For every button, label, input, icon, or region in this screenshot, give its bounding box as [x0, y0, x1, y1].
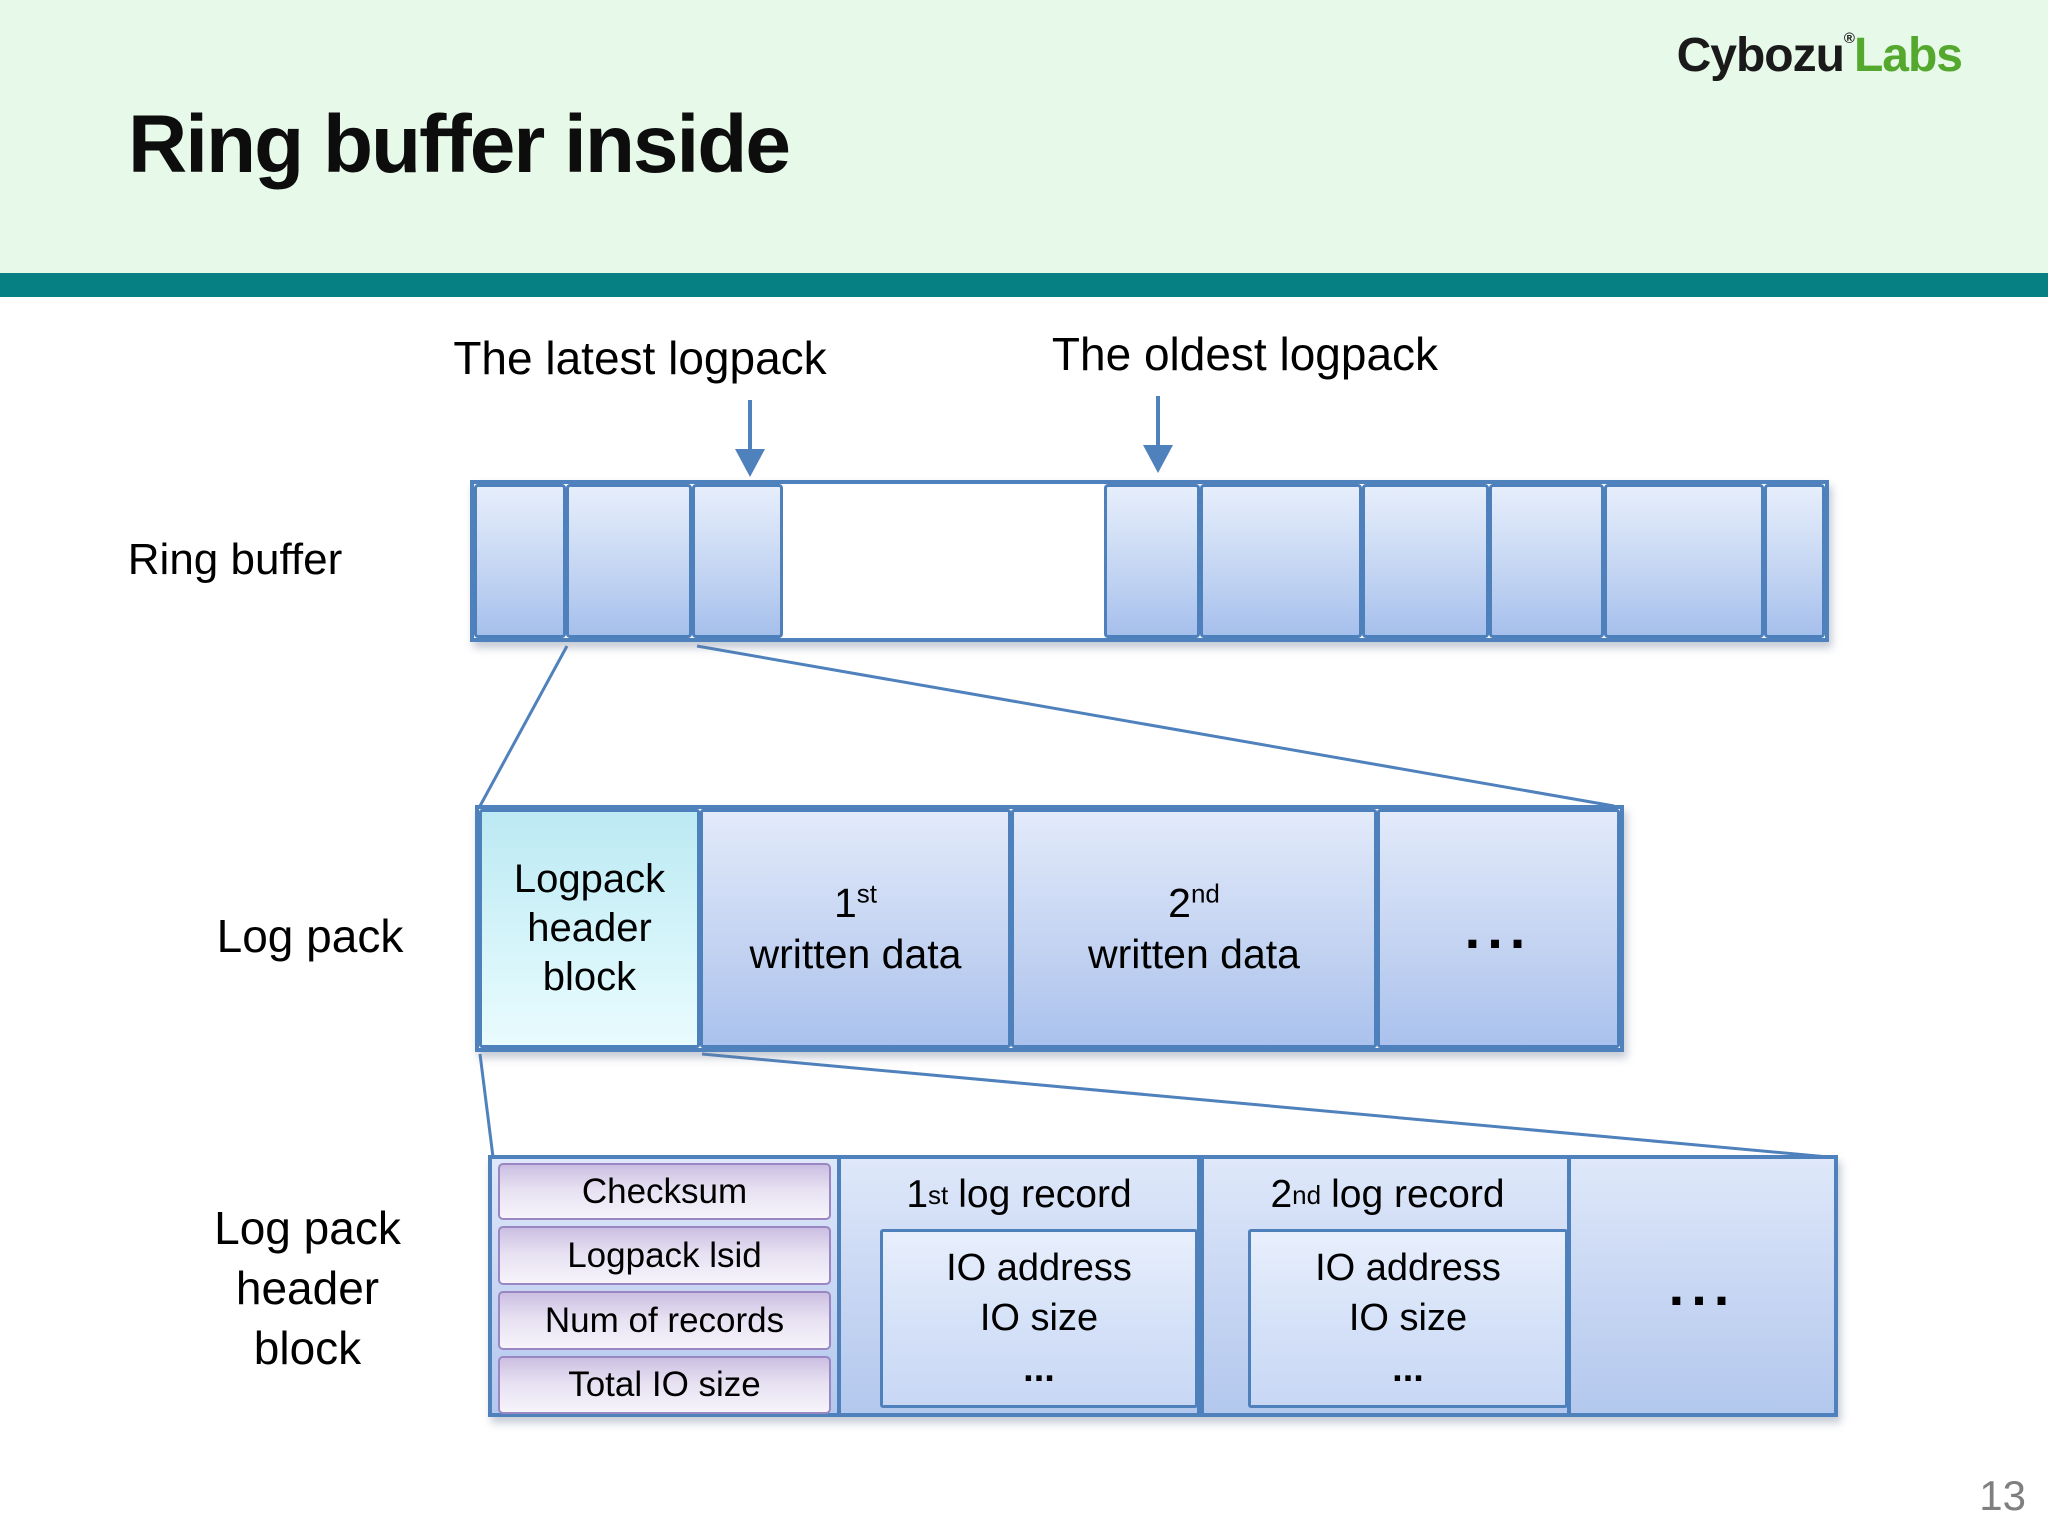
logpack-lsid-field: Logpack lsid — [498, 1226, 831, 1285]
logpack-ellipsis-cell: ... — [1377, 809, 1620, 1048]
column-divider — [837, 1159, 841, 1413]
cybozu-labs-logo: Cybozu®Labs — [1676, 28, 1963, 83]
log-pack-header-block-box: Checksum Logpack lsid Num of records Tot… — [488, 1155, 1838, 1417]
ellipsis: ... — [1464, 896, 1533, 960]
ring-buffer-cell — [566, 484, 692, 638]
logo-labs: Labs — [1853, 29, 1963, 82]
ordinal: 2nd — [1168, 878, 1220, 927]
log-pack-label: Log pack — [216, 910, 404, 962]
ring-buffer-cell — [1764, 484, 1825, 638]
logpack-header-block-cell: Logpack header block — [479, 809, 700, 1048]
logpack-to-headerblock-right-line — [701, 1052, 1829, 1159]
latest-logpack-annotation: The latest logpack — [453, 332, 827, 384]
ring-buffer-label: Ring buffer — [127, 535, 343, 584]
label-line: header — [235, 1262, 380, 1314]
column-divider — [1567, 1159, 1571, 1413]
first-log-record-detail: IO address IO size ... — [880, 1229, 1198, 1408]
first-written-data-cell: 1st written data — [700, 809, 1011, 1048]
headerblock-ellipsis-cell: ... — [1571, 1159, 1834, 1413]
ordinal: 1st — [833, 878, 878, 927]
ring-buffer-cell — [1489, 484, 1604, 638]
oldest-logpack-annotation: The oldest logpack — [1051, 328, 1439, 380]
total-io-size-field: Total IO size — [498, 1356, 831, 1414]
written-data-text: written data — [749, 930, 962, 977]
registered-mark: ® — [1843, 30, 1855, 47]
ellipsis: ... — [1392, 1347, 1424, 1390]
logpack-header-line: header — [527, 906, 652, 951]
ellipsis: ... — [1668, 1254, 1737, 1317]
logpack-header-line: block — [542, 954, 637, 999]
logo-brand: Cybozu — [1676, 29, 1845, 82]
num-of-records-field: Num of records — [498, 1291, 831, 1350]
written-data-text: written data — [1088, 930, 1300, 977]
io-address-text: IO address — [1315, 1247, 1501, 1290]
io-address-text: IO address — [946, 1247, 1132, 1290]
header-band — [0, 0, 2048, 273]
ring-buffer-row — [470, 480, 1829, 642]
ring-to-logpack-left-line — [478, 645, 569, 807]
teal-divider — [0, 273, 2048, 297]
ring-buffer-cell — [1200, 484, 1362, 638]
io-size-text: IO size — [1348, 1297, 1468, 1340]
checksum-field: Checksum — [498, 1163, 831, 1220]
slide-title: Ring buffer inside — [128, 99, 791, 190]
label-line: block — [253, 1322, 362, 1374]
logpack-to-headerblock-left-line — [478, 1053, 495, 1158]
ellipsis: ... — [1023, 1347, 1055, 1390]
ring-buffer-cell — [1604, 484, 1764, 638]
second-log-record-detail: IO address IO size ... — [1248, 1229, 1568, 1408]
ring-buffer-cell — [1104, 484, 1200, 638]
ring-buffer-cell — [474, 484, 566, 638]
ring-buffer-cell — [1362, 484, 1489, 638]
io-size-text: IO size — [979, 1297, 1099, 1340]
latest-arrow-head — [735, 449, 765, 477]
oldest-arrow-head — [1143, 445, 1173, 473]
log-pack-header-block-label: Log pack header block — [160, 1198, 455, 1378]
logpack-header-line: Logpack — [513, 857, 666, 902]
page-number: 13 — [1979, 1472, 2026, 1519]
log-pack-row: Logpack header block 1st written data 2n… — [475, 805, 1624, 1052]
label-line: Log pack — [214, 1202, 401, 1254]
second-written-data-cell: 2nd written data — [1011, 809, 1377, 1048]
ring-buffer-cell — [692, 484, 783, 638]
ring-to-logpack-right-line — [696, 644, 1615, 808]
column-divider — [1197, 1159, 1204, 1413]
